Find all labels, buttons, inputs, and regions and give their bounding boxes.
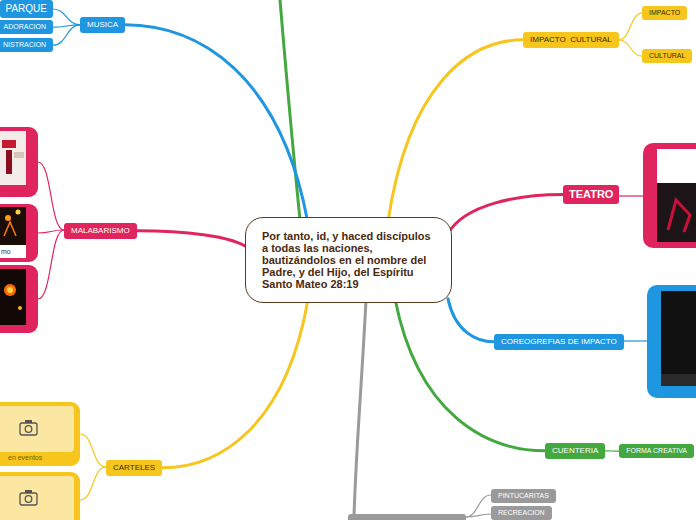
branch-connector <box>619 40 642 56</box>
topic-text: Por tanto, id, y haced discípulos a toda… <box>262 230 437 290</box>
topic-box: TEATRO <box>563 185 619 204</box>
topic-text: IMPACTO <box>649 9 680 17</box>
leader-line <box>80 434 106 467</box>
topic-text: MALABARISMO <box>71 226 130 236</box>
branch-connector <box>137 231 249 249</box>
branch-connector <box>388 40 523 221</box>
topic-text: RECREACION <box>498 509 545 517</box>
topic-text: IMPACTO CULTURAL <box>530 35 612 45</box>
leader-line <box>38 230 64 299</box>
photo-card <box>647 285 696 398</box>
topic-box: FORMA CREATIVA <box>619 444 694 458</box>
image-placeholder <box>0 402 80 466</box>
topic-box: CARTELES <box>106 460 162 476</box>
leader-line <box>466 495 491 517</box>
branch-connector <box>162 299 308 467</box>
topic-box: COREOGREFIAS DE IMPACTO <box>494 334 624 350</box>
topic-box: CULTURAL <box>642 49 692 63</box>
topic-box: CUENTERIA <box>545 443 605 459</box>
branch-connector <box>53 25 80 45</box>
topic-box: RECREACION <box>491 506 552 520</box>
topic-box: PARQUE <box>0 0 53 18</box>
topic-box: PINTUCARITAS <box>491 489 556 503</box>
topic-box: NISTRACION <box>0 38 53 52</box>
branch-connector <box>53 9 80 25</box>
leader-line <box>618 195 643 196</box>
leader-line <box>622 340 647 341</box>
image-caption: mo <box>1 248 11 255</box>
topic-text: CARTELES <box>113 463 155 473</box>
topic-text: PINTUCARITAS <box>498 492 549 500</box>
branch-connector <box>605 450 619 452</box>
topic-box: MUSICA <box>80 17 125 33</box>
topic-box: ADORACION <box>0 20 53 34</box>
photo-card <box>0 265 38 333</box>
leader-line <box>38 162 64 230</box>
central-topic: Por tanto, id, y haced discípulos a toda… <box>245 217 452 303</box>
topic-text: CULTURAL <box>649 52 685 60</box>
topic-box: IMPACTO CULTURAL <box>523 32 619 48</box>
topic-text: FORMA CREATIVA <box>626 447 687 455</box>
topic-text: NISTRACION <box>3 41 46 49</box>
branch-connector <box>125 25 307 221</box>
cut-box <box>348 514 466 520</box>
leader-line <box>466 514 491 517</box>
topic-box: MALABARISMO <box>64 223 137 239</box>
branch-line <box>354 300 366 516</box>
branch-connector <box>448 195 563 234</box>
branch-line <box>280 0 300 220</box>
image-placeholder <box>0 472 80 520</box>
topic-text: COREOGREFIAS DE IMPACTO <box>501 337 617 347</box>
photo-card <box>0 204 38 262</box>
topic-text: PARQUE <box>6 3 48 15</box>
topic-text: ADORACION <box>4 23 46 31</box>
branch-connector <box>448 299 494 342</box>
topic-box: IMPACTO <box>642 6 687 20</box>
topic-text: TEATRO <box>569 188 613 201</box>
topic-text: MUSICA <box>87 20 118 30</box>
leader-line <box>80 467 106 500</box>
branch-connector <box>619 13 642 40</box>
photo-card <box>0 127 38 197</box>
image-caption: en eventos <box>8 454 42 461</box>
topic-text: CUENTERIA <box>552 446 598 456</box>
branch-connector <box>395 299 545 450</box>
photo-card <box>643 143 696 248</box>
